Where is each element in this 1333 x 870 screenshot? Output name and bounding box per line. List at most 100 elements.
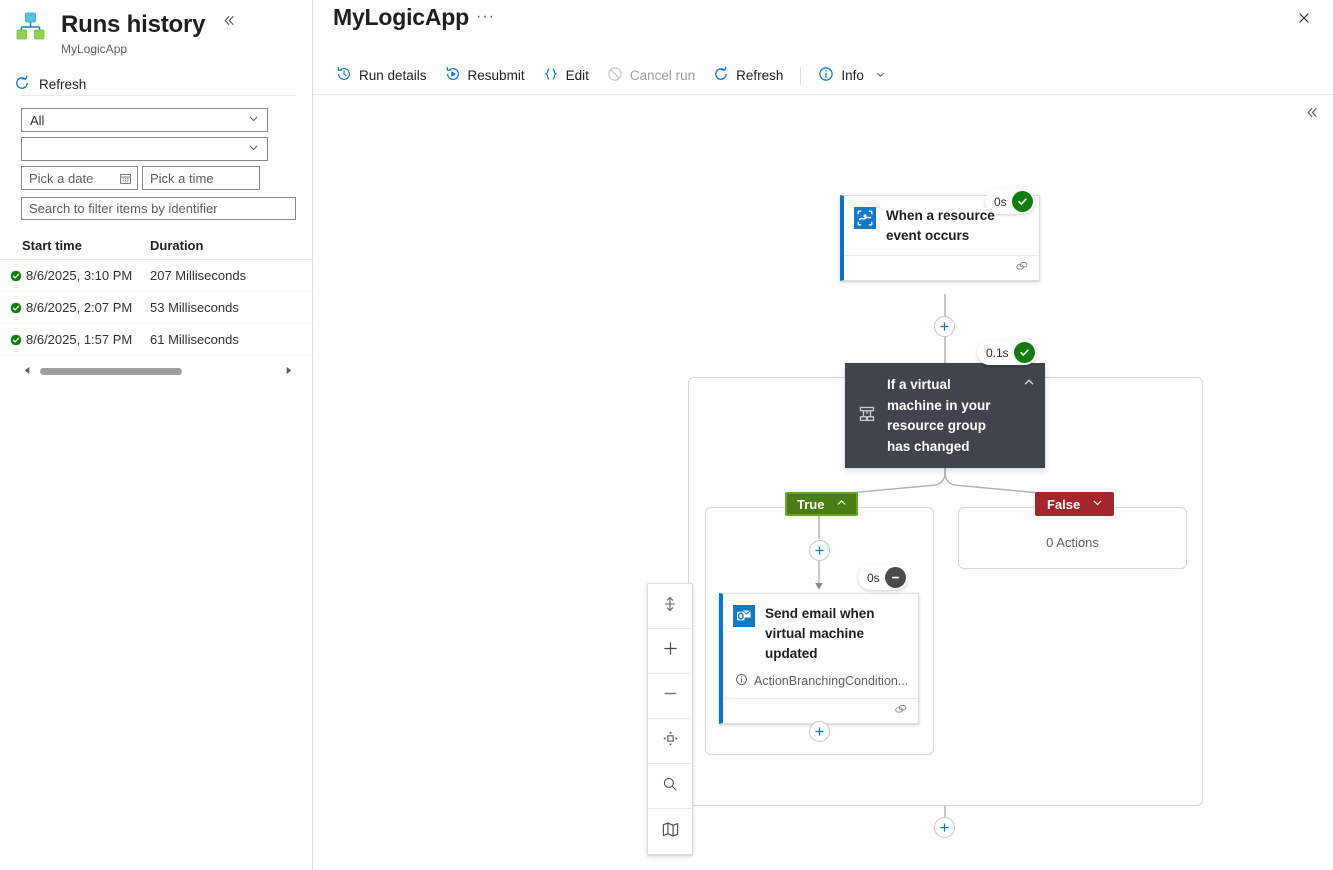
info-circle-icon	[818, 66, 834, 85]
success-check-icon	[1011, 191, 1033, 212]
minus-icon	[661, 684, 680, 708]
false-branch-label[interactable]: False	[1035, 492, 1115, 516]
add-action-button[interactable]	[809, 721, 830, 742]
runs-table-horizontal-scrollbar[interactable]	[22, 366, 294, 377]
chevron-up-icon	[835, 496, 848, 512]
action-status-badge: 0s	[858, 565, 908, 590]
zoom-out-button[interactable]	[648, 674, 692, 719]
header-divider	[20, 95, 296, 96]
run-details-button[interactable]: Run details	[327, 61, 436, 91]
reset-view-button[interactable]	[648, 719, 692, 764]
edit-label: Edit	[565, 68, 589, 83]
event-grid-icon	[854, 207, 876, 229]
toolbar-separator	[800, 66, 802, 85]
column-header-duration: Duration	[150, 238, 204, 253]
edit-button[interactable]: Edit	[534, 61, 598, 91]
refresh-run-button[interactable]: Refresh	[704, 61, 792, 91]
outlook-icon	[733, 605, 755, 627]
time-picker-input[interactable]: Pick a time	[142, 166, 260, 190]
collapse-canvas-panel-icon[interactable]	[1305, 105, 1320, 124]
run-duration: 207 Milliseconds	[150, 268, 247, 283]
pan-reposition-icon	[661, 729, 680, 753]
page-title: Runs history	[61, 11, 206, 38]
info-circle-icon	[735, 673, 748, 689]
trigger-node-title: When a resource event occurs	[886, 208, 995, 243]
search-canvas-button[interactable]	[648, 764, 692, 809]
identifier-search-input[interactable]: Search to filter items by identifier	[21, 197, 296, 220]
resubmit-button[interactable]: Resubmit	[436, 61, 534, 91]
search-icon	[661, 775, 679, 798]
refresh-label: Refresh	[39, 76, 87, 92]
condition-node-body: If a virtual machine in your resource gr…	[845, 363, 1045, 468]
plus-icon	[661, 639, 680, 663]
success-check-icon	[0, 333, 22, 347]
chevron-down-icon	[247, 112, 260, 128]
refresh-icon	[14, 75, 30, 94]
workflow-canvas[interactable]: 0 Actions When a resource event occurs	[313, 95, 1333, 870]
condition-node-title: If a virtual machine in your resource gr…	[887, 377, 991, 454]
identifier-search-placeholder: Search to filter items by identifier	[29, 201, 218, 216]
chevron-down-icon	[875, 68, 886, 83]
code-braces-icon	[543, 66, 559, 85]
run-details-label: Run details	[359, 68, 427, 83]
date-picker-input[interactable]: Pick a date	[21, 166, 138, 190]
info-button[interactable]: Info	[809, 61, 895, 91]
action-node-body: Send email when virtual machine updated	[723, 594, 918, 673]
refresh-runs-button[interactable]: Refresh	[14, 73, 312, 95]
run-start-time: 8/6/2025, 2:07 PM	[26, 300, 133, 315]
runs-history-panel: Runs history MyLogicApp Refresh	[0, 0, 313, 870]
true-branch-label[interactable]: True	[785, 492, 859, 516]
chevron-down-icon	[247, 141, 260, 157]
condition-branch-icon	[857, 405, 877, 425]
minimap-button[interactable]	[648, 809, 692, 854]
map-icon	[661, 820, 680, 844]
replay-icon	[445, 66, 461, 85]
add-action-button[interactable]	[934, 316, 955, 337]
link-chain-icon[interactable]	[894, 702, 908, 721]
trigger-duration: 0s	[994, 194, 1007, 209]
secondary-filter-select[interactable]	[21, 137, 268, 161]
scrollbar-thumb[interactable]	[40, 368, 182, 375]
status-filter-value: All	[30, 112, 45, 128]
trigger-status-badge: 0s	[985, 189, 1035, 214]
fit-to-screen-button[interactable]	[648, 584, 692, 629]
collapse-panel-icon[interactable]	[222, 9, 237, 39]
action-node-message: ActionBranchingCondition...	[723, 673, 918, 698]
triangle-left-icon[interactable]	[23, 366, 32, 377]
action-node-footer	[723, 698, 918, 723]
triangle-right-icon[interactable]	[284, 366, 293, 377]
run-duration: 61 Milliseconds	[150, 332, 239, 347]
close-icon[interactable]	[1293, 7, 1315, 29]
column-header-start-time: Start time	[22, 238, 82, 253]
workflow-node-send-email[interactable]: Send email when virtual machine updated …	[719, 593, 919, 724]
refresh-icon	[713, 66, 729, 85]
skipped-dash-icon	[884, 567, 906, 588]
success-check-icon	[1013, 342, 1035, 363]
success-check-icon	[0, 269, 22, 283]
toolbar-divider	[313, 94, 1333, 95]
add-action-button[interactable]	[809, 540, 830, 561]
resubmit-label: Resubmit	[467, 68, 525, 83]
action-duration: 0s	[867, 570, 880, 585]
canvas-view-controls	[647, 583, 693, 855]
fit-height-icon	[661, 595, 679, 618]
success-check-icon	[0, 301, 22, 315]
table-row[interactable]: 8/6/2025, 3:10 PM 207 Milliseconds	[0, 260, 313, 292]
run-toolbar: Run details Resubmit	[313, 60, 1333, 91]
history-clock-icon	[336, 66, 352, 85]
chevron-down-icon	[1091, 496, 1104, 512]
cancel-run-button: Cancel run	[598, 61, 704, 91]
table-row[interactable]: 8/6/2025, 1:57 PM 61 Milliseconds	[0, 324, 313, 356]
link-chain-icon[interactable]	[1015, 259, 1029, 278]
time-picker-placeholder: Pick a time	[150, 170, 214, 186]
chevron-up-icon[interactable]	[1022, 375, 1036, 394]
status-filter-select[interactable]: All	[21, 108, 268, 132]
runs-table: Start time Duration 8/6/2025, 3:10 PM 20…	[0, 232, 313, 376]
table-row[interactable]: 8/6/2025, 2:07 PM 53 Milliseconds	[0, 292, 313, 324]
run-duration: 53 Milliseconds	[150, 300, 239, 315]
cancel-circle-icon	[607, 66, 623, 85]
add-action-button[interactable]	[934, 817, 955, 838]
workflow-node-condition[interactable]: If a virtual machine in your resource gr…	[845, 363, 1045, 468]
more-options-icon[interactable]: ···	[476, 8, 495, 25]
zoom-in-button[interactable]	[648, 629, 692, 674]
